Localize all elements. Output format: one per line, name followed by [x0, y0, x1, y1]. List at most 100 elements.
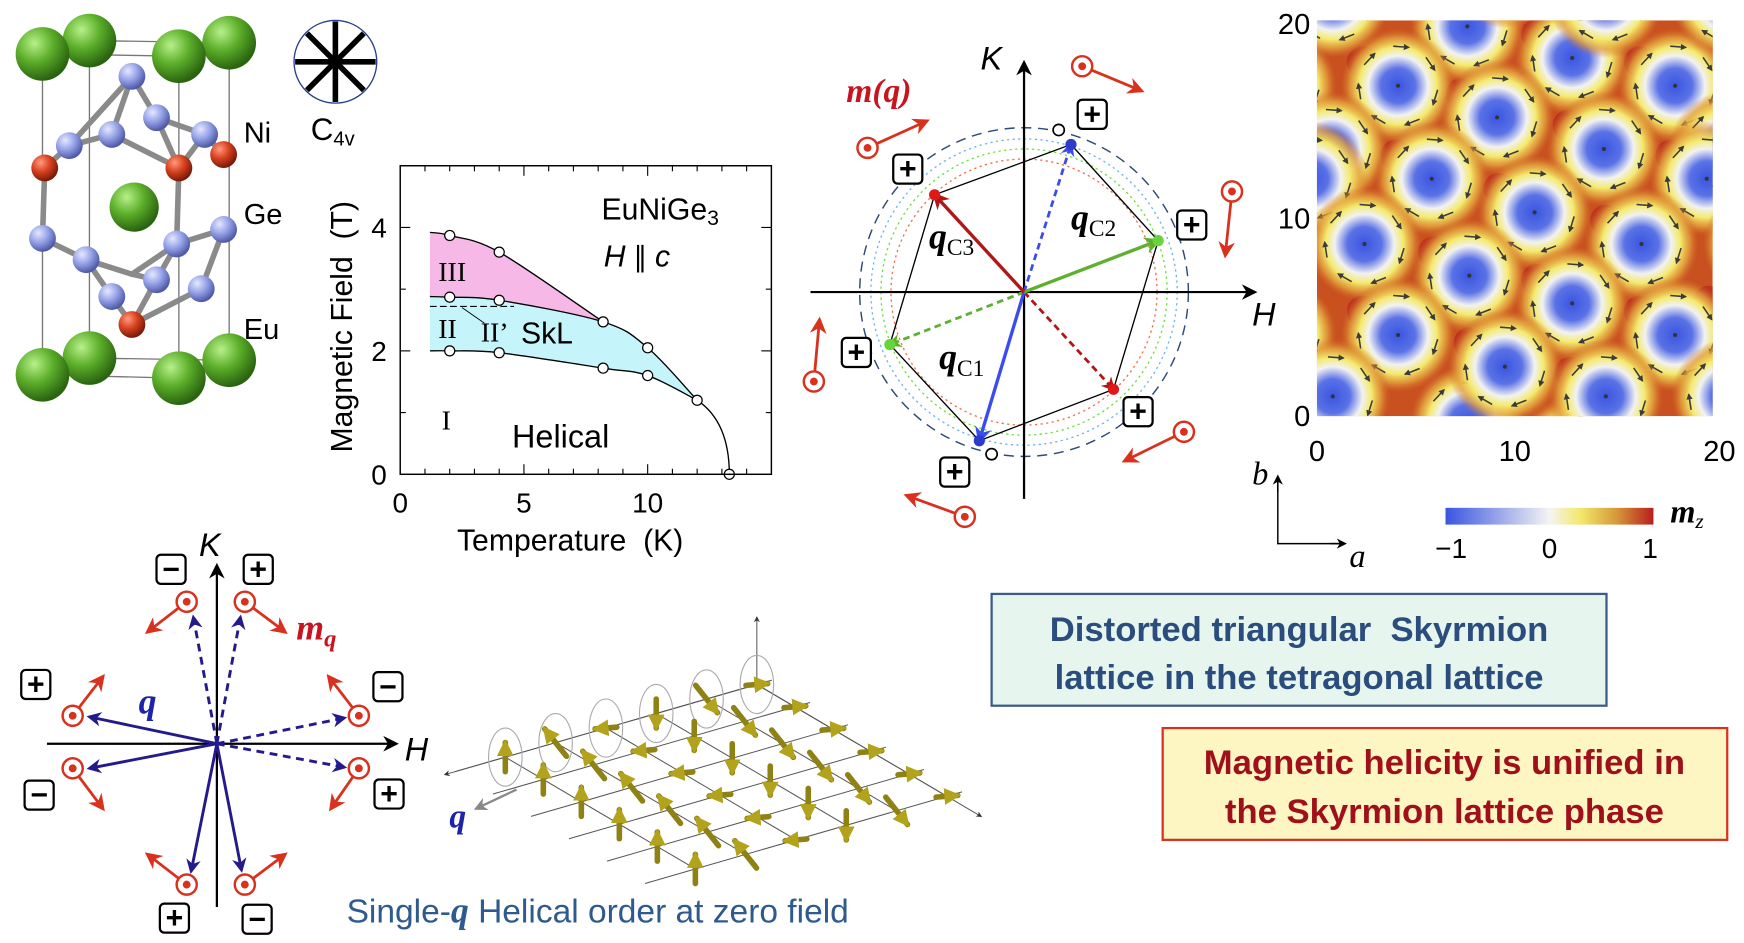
plus-box-icon-symbol: +	[848, 336, 866, 369]
skyrmion	[1671, 341, 1713, 417]
q-c3-label: qC3	[929, 216, 974, 261]
spin-arrow	[1702, 56, 1713, 72]
axis-c: c	[655, 240, 670, 273]
q-point	[1107, 383, 1120, 395]
spin-arrow	[1538, 421, 1549, 432]
spin-arrow	[730, 704, 759, 738]
spin-arrow	[1403, 118, 1420, 126]
q-point	[884, 339, 896, 351]
spin-arrow	[857, 743, 886, 761]
II-prime-leader-line	[461, 307, 485, 324]
plus-box-icon: +	[939, 456, 971, 489]
spin-arrow	[1598, 107, 1616, 114]
colorbar	[1445, 507, 1654, 525]
plus-box-icon: +	[373, 778, 405, 811]
spin-arrow	[844, 771, 873, 805]
open-circle-marker	[1052, 123, 1066, 137]
spin-arrow	[1613, 430, 1628, 436]
spin-arrow	[1611, 33, 1628, 41]
spin-arrow	[1240, 84, 1242, 99]
skyrmion	[1316, 20, 1387, 58]
spin-arrow	[1632, 82, 1640, 100]
spin-core-dot	[1604, 0, 1608, 3]
ge-atom	[187, 275, 215, 303]
h-axis-label: H	[1252, 297, 1276, 333]
spin-arrow	[705, 786, 734, 804]
x-tick-label: 10	[632, 487, 663, 518]
spin-core-dot	[1396, 83, 1401, 88]
spin-arrow	[1689, 0, 1691, 14]
q-c1-label: qC1	[939, 337, 984, 382]
high-mz-region	[1282, 357, 1313, 388]
spin-arrow	[1370, 276, 1387, 285]
spin-arrow	[1577, 20, 1585, 23]
spin-arrow	[1316, 89, 1320, 106]
spin-arrow	[1397, 145, 1410, 159]
colorbar-label: mz	[1670, 494, 1703, 533]
spin-arrow	[1253, 511, 1267, 519]
ge-atom	[29, 224, 56, 252]
data-point	[493, 246, 505, 258]
ni-atom	[31, 154, 59, 182]
map-y-tick-label: 10	[1278, 203, 1310, 235]
plus-box-icon: +	[1122, 396, 1154, 429]
lattice-axes	[1277, 481, 1342, 545]
spin-arrow	[743, 808, 772, 826]
spin-arrow	[1632, 331, 1640, 349]
spin-core-dot	[1639, 241, 1644, 247]
skyrmion-density-map	[1240, 0, 1744, 521]
spin-arrow	[667, 764, 696, 781]
spin-core-dot	[1673, 333, 1678, 338]
spin-arrow	[1329, 210, 1343, 224]
plus-box-icon-symbol: +	[1183, 209, 1201, 242]
spin-arrow	[1600, 354, 1618, 361]
spin-arrow	[1537, 270, 1550, 284]
callout-line: Distorted triangular Skyrmion	[1050, 611, 1549, 649]
spin-arrow	[1605, 307, 1613, 324]
spin-arrow	[1640, 301, 1653, 315]
y-tick-label: 4	[371, 213, 387, 244]
callout-line: the Skyrmion lattice phase	[1225, 793, 1664, 831]
plot-frame	[399, 165, 773, 476]
spin-arrow	[1286, 515, 1301, 521]
callout-box	[990, 592, 1608, 707]
spin-arrow	[1425, 56, 1436, 72]
helical-boundary-line	[696, 399, 730, 475]
spin-arrow	[1668, 215, 1679, 230]
spin-arrow	[819, 721, 848, 738]
spin-arrow	[694, 815, 722, 849]
colorbar-m: m	[1670, 494, 1695, 530]
plus-box-icon-symbol: +	[1129, 396, 1147, 429]
magnetization-marker-icon	[856, 118, 930, 160]
q-c2-reverse-arrow	[887, 290, 1025, 348]
spin-arrow	[1297, 117, 1308, 128]
ge-atom	[55, 132, 83, 160]
spin-arrow	[1734, 274, 1744, 282]
spin-arrow	[1358, 120, 1369, 135]
spin-arrow	[1433, 486, 1438, 501]
symmetry-main: C	[311, 112, 334, 147]
ni-atom	[118, 311, 146, 338]
magnetization-marker-icon	[233, 852, 288, 896]
spin-arrow	[1307, 307, 1316, 320]
plus-box-icon: +	[158, 902, 191, 935]
spin-arrow	[1530, 121, 1538, 138]
skyrmion-lattice-region	[429, 296, 698, 401]
spin-arrow	[1510, 399, 1527, 407]
spin-arrow	[1571, 363, 1584, 377]
spin-arrow	[1701, 29, 1713, 38]
spin-core-dot	[1429, 176, 1434, 181]
ge-atom	[98, 283, 126, 310]
data-point	[493, 294, 505, 306]
magnetization-marker-icon	[802, 316, 827, 393]
q-vector-arrow	[186, 743, 219, 875]
region-III-label: III	[438, 257, 466, 288]
spin-core-dot	[1362, 241, 1367, 247]
spin-arrow	[579, 748, 608, 782]
spin-arrow	[1325, 107, 1343, 114]
rotation-plane-ellipse	[588, 698, 624, 758]
spin-arrow	[1372, 511, 1386, 519]
spin-arrow	[1639, 400, 1647, 417]
magnetization-marker-icon	[1218, 180, 1244, 259]
